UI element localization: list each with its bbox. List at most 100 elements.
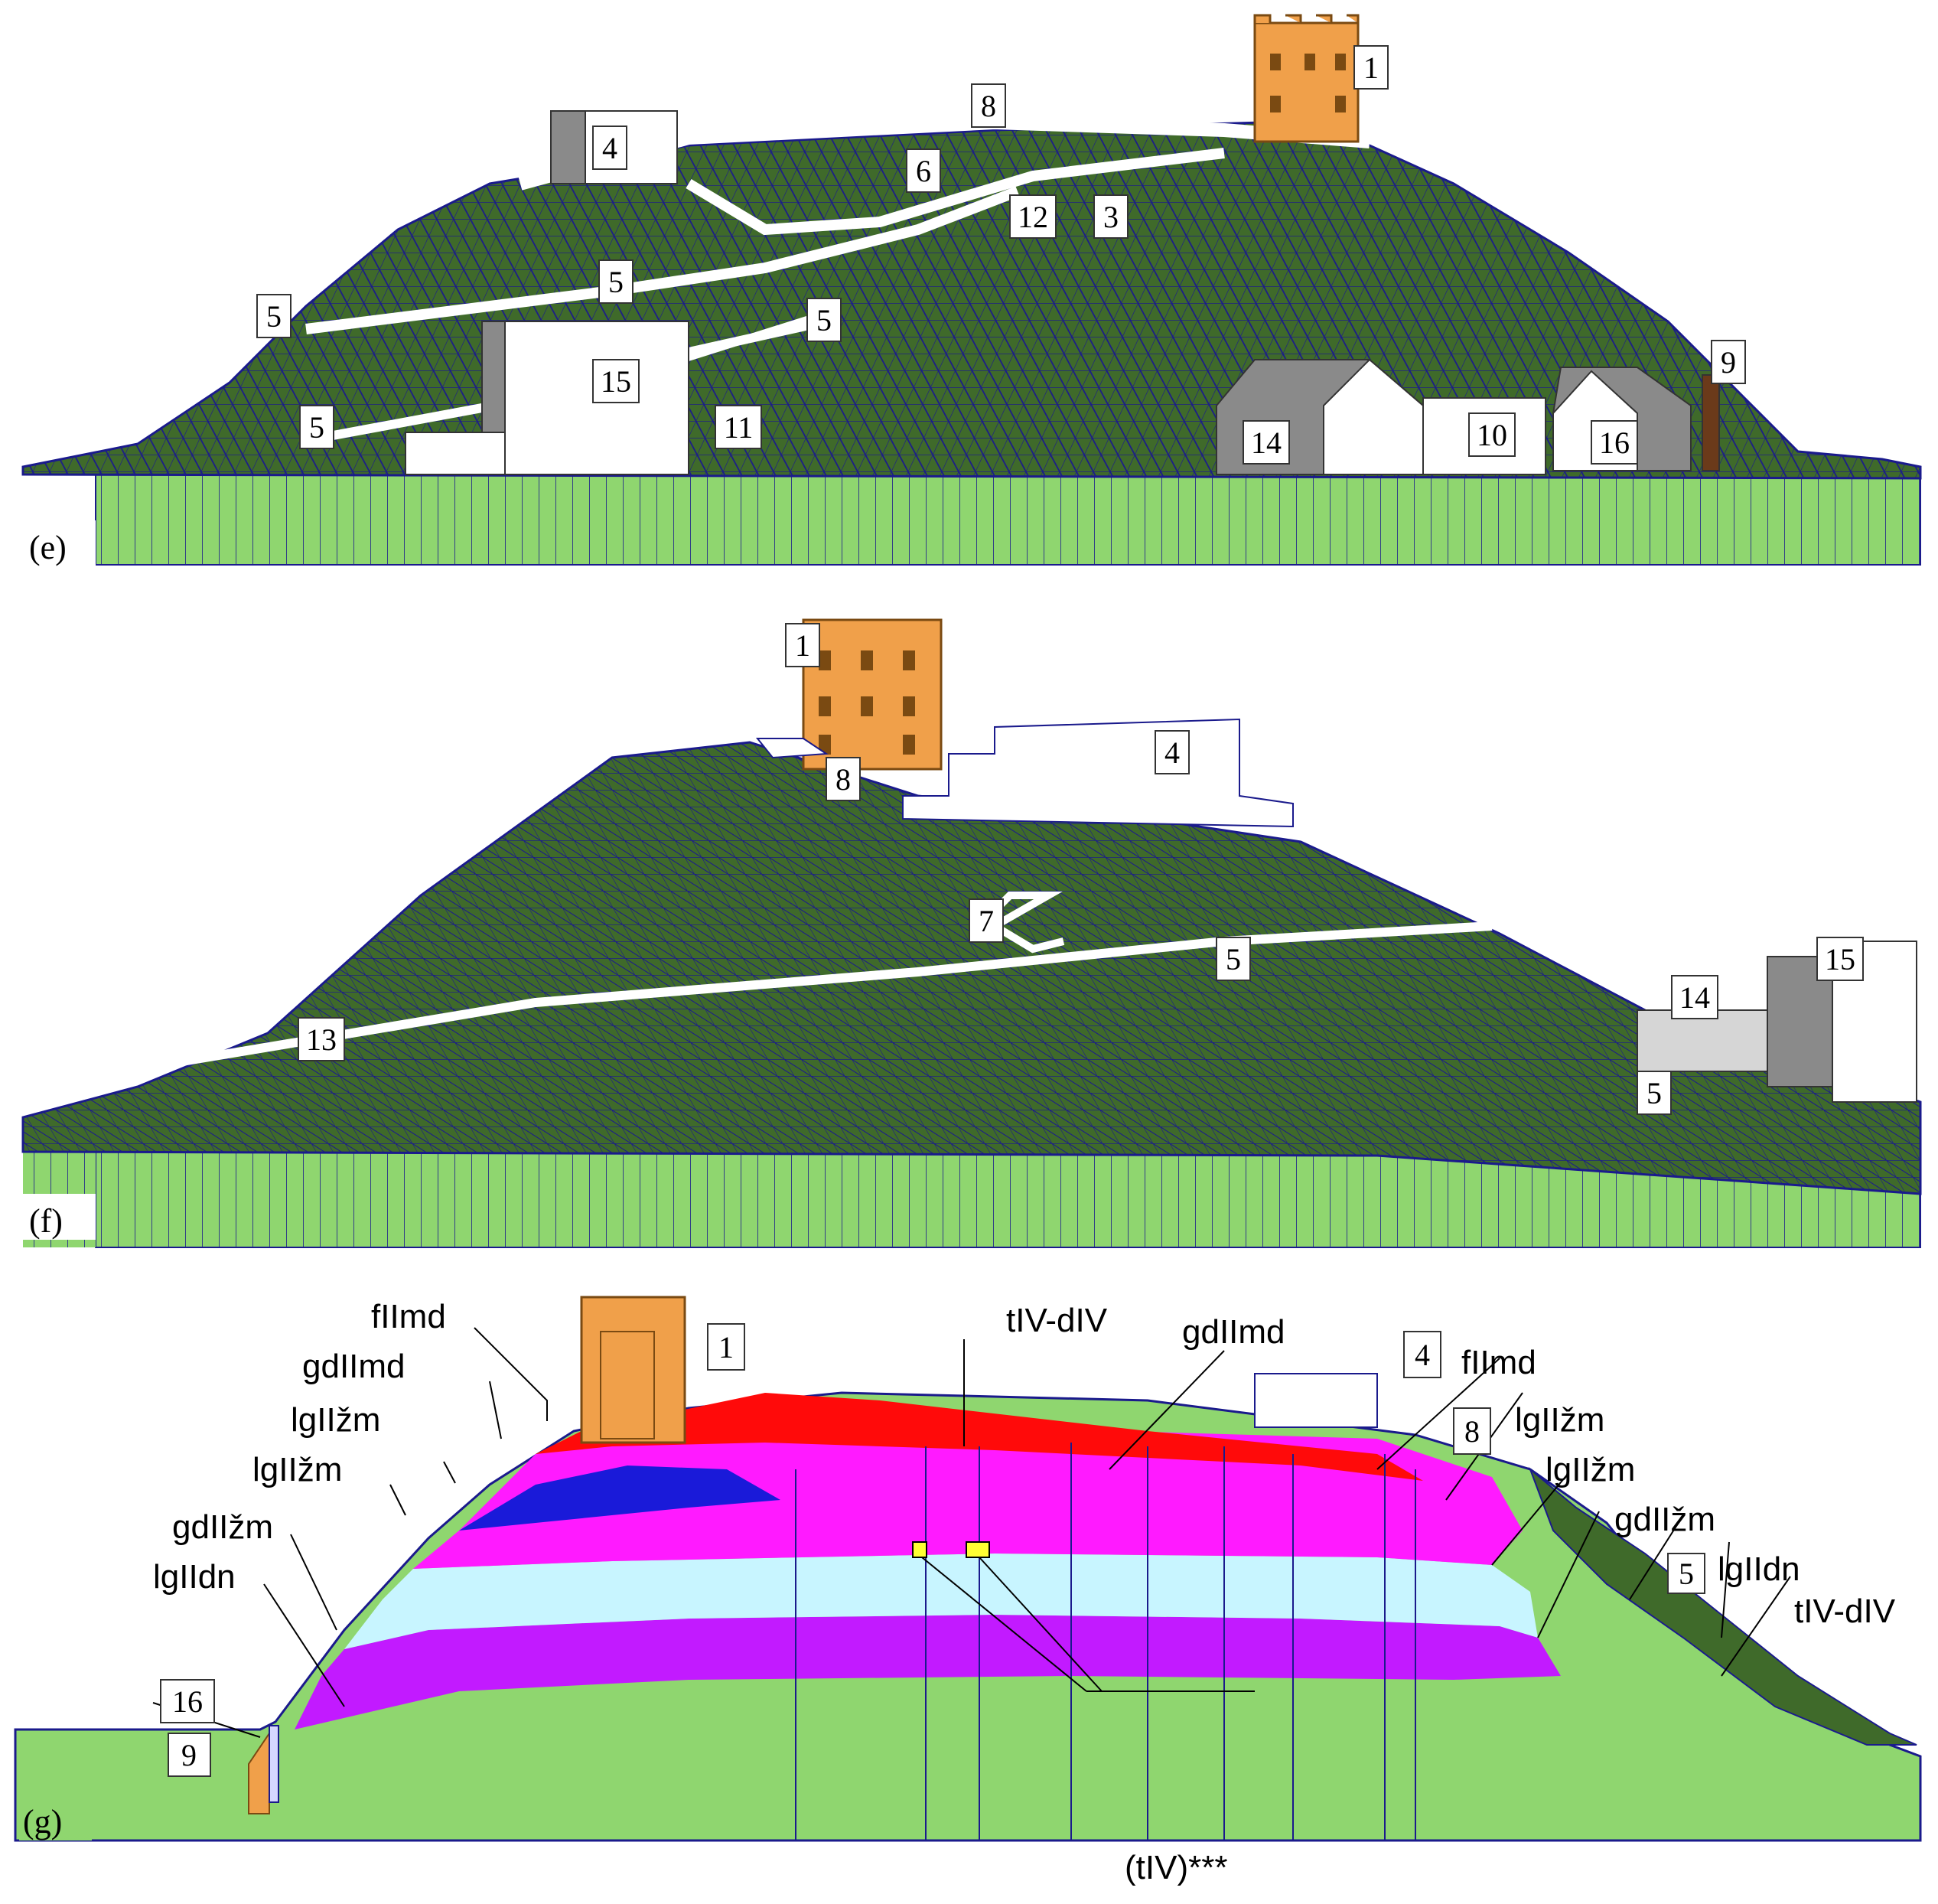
marker-text: 16 (172, 1684, 203, 1719)
building-4 (1254, 1373, 1378, 1428)
marker-5a: 5 (1216, 937, 1251, 981)
label-lgIIzm-right2: lgIIžm (1546, 1451, 1635, 1488)
marker-1: 1 (1353, 45, 1389, 90)
panel-f-drawing: 1 8 4 7 5 13 14 15 5 (f) (21, 618, 1922, 1248)
label-lgIIdn-left: lgIIdn (153, 1558, 236, 1596)
leader-lines (152, 1327, 1791, 1738)
marker-5c: 5 (806, 298, 842, 342)
label-lgIIzm-left1: lgIIžm (291, 1401, 380, 1439)
marker-12: 12 (1009, 194, 1057, 239)
label-gdIIzm-right: gdIIžm (1614, 1501, 1715, 1538)
path-ribbon (305, 186, 1020, 334)
marker-text: 5 (608, 265, 624, 299)
layer-gdIIzm (295, 1615, 1561, 1730)
marker-11: 11 (715, 405, 762, 449)
marker-text: 8 (835, 762, 851, 797)
label-tIV-dIV-top: tIV-dIV (1006, 1302, 1108, 1339)
label-gdIImd-left: gdIImd (302, 1348, 406, 1385)
building-4-side (550, 110, 586, 184)
layer-fIImd-red (536, 1393, 1423, 1481)
building-15-side (481, 321, 506, 437)
marker-8: 8 (971, 83, 1006, 128)
panel-label-e: (e) (29, 529, 67, 566)
marker-text: 13 (306, 1022, 337, 1057)
path-ribbon (686, 148, 1225, 236)
marker-text: 4 (602, 131, 617, 165)
label-fIImd-right: fIImd (1461, 1344, 1536, 1381)
tIV-marker-2 (966, 1541, 990, 1558)
marker-5a: 5 (256, 294, 292, 338)
marker-text: 8 (981, 89, 996, 123)
marker-text: 5 (1226, 942, 1241, 976)
panel-label-g: (g) (23, 1803, 62, 1840)
tower-1 (1253, 21, 1360, 143)
panel-f: 1 8 4 7 5 13 14 15 5 (f) (0, 605, 1938, 1263)
panel-g-drawing: 1 4 8 5 16 9 fIImd tIV-dIV gdIImd gdIImd… (14, 1296, 1922, 1886)
marker-15: 15 (592, 359, 640, 403)
marker-4: 4 (592, 126, 627, 170)
layer-gdIImd-blue (459, 1465, 780, 1531)
building-14 (1637, 1009, 1768, 1072)
panel-label-bg (23, 1194, 96, 1240)
marker-5b: 5 (598, 259, 634, 304)
marker-5: 5 (1667, 1553, 1705, 1594)
marker-text: 3 (1103, 200, 1119, 234)
marker-text: 5 (1679, 1557, 1694, 1591)
path-7-ribbon (976, 892, 1065, 954)
slope-mesh (1528, 1466, 1917, 1746)
marker-7: 7 (969, 898, 1004, 943)
marker-text: 6 (916, 154, 931, 188)
marker-1: 1 (785, 623, 820, 667)
building-4 (585, 110, 678, 184)
grid-lines (795, 1443, 1416, 1840)
panel-e-drawing: 1 8 4 6 12 3 5 5 5 5 15 11 14 10 16 9 (e… (21, 14, 1922, 566)
marker-text: 4 (1415, 1338, 1430, 1372)
marker-text: 11 (724, 410, 754, 445)
marker-text: 8 (1464, 1414, 1480, 1449)
structure-8 (755, 738, 829, 759)
marker-15: 15 (1816, 937, 1864, 981)
label-gdIIzm-left: gdIIžm (172, 1508, 273, 1546)
building-4 (902, 718, 1294, 828)
marker-text: 14 (1679, 980, 1710, 1015)
label-lgIIzm-left2: lgIIžm (252, 1451, 342, 1488)
marker-text: 9 (181, 1738, 197, 1772)
structure-16 (269, 1725, 279, 1803)
panel-label-bg (23, 520, 96, 566)
marker-text: 10 (1477, 418, 1507, 452)
path-ribbon (679, 310, 828, 364)
label-fIImd-left: fIImd (371, 1298, 446, 1335)
marker-text: 7 (979, 904, 994, 938)
marker-text: 4 (1164, 735, 1180, 770)
marker-8: 8 (1453, 1407, 1491, 1455)
marker-text: 5 (1646, 1076, 1662, 1110)
building-15-annex (405, 432, 506, 475)
tIV-marker-1 (912, 1541, 927, 1558)
label-lgIIdn-right: lgIIdn (1718, 1550, 1800, 1588)
tower-battlements (1253, 14, 1360, 23)
marker-6: 6 (906, 148, 941, 193)
label-lgIIzm-right1: lgIIžm (1515, 1401, 1604, 1439)
marker-5b: 5 (1637, 1071, 1672, 1115)
marker-text: 16 (1599, 425, 1630, 460)
tower-1-inner (600, 1331, 655, 1439)
marker-14: 14 (1671, 975, 1718, 1019)
label-tIV-bottom: (tIV)*** (1125, 1849, 1227, 1886)
marker-4: 4 (1155, 730, 1190, 774)
layer-lgIIzm-2 (344, 1554, 1538, 1649)
marker-5d: 5 (299, 405, 334, 449)
ground-block (95, 474, 1921, 566)
tower-windows (1270, 54, 1346, 112)
marker-text: 14 (1251, 425, 1282, 460)
marker-13: 13 (298, 1017, 345, 1061)
marker-text: 5 (309, 410, 324, 445)
structure-9 (248, 1730, 270, 1814)
marker-text: 1 (718, 1330, 734, 1364)
marker-text: 15 (1825, 942, 1855, 976)
panel-label-bg (19, 1798, 92, 1840)
marker-14: 14 (1243, 420, 1290, 465)
marker-3: 3 (1093, 194, 1129, 239)
marker-text: 15 (601, 364, 631, 399)
marker-text: 5 (266, 299, 282, 334)
marker-1: 1 (707, 1323, 745, 1371)
